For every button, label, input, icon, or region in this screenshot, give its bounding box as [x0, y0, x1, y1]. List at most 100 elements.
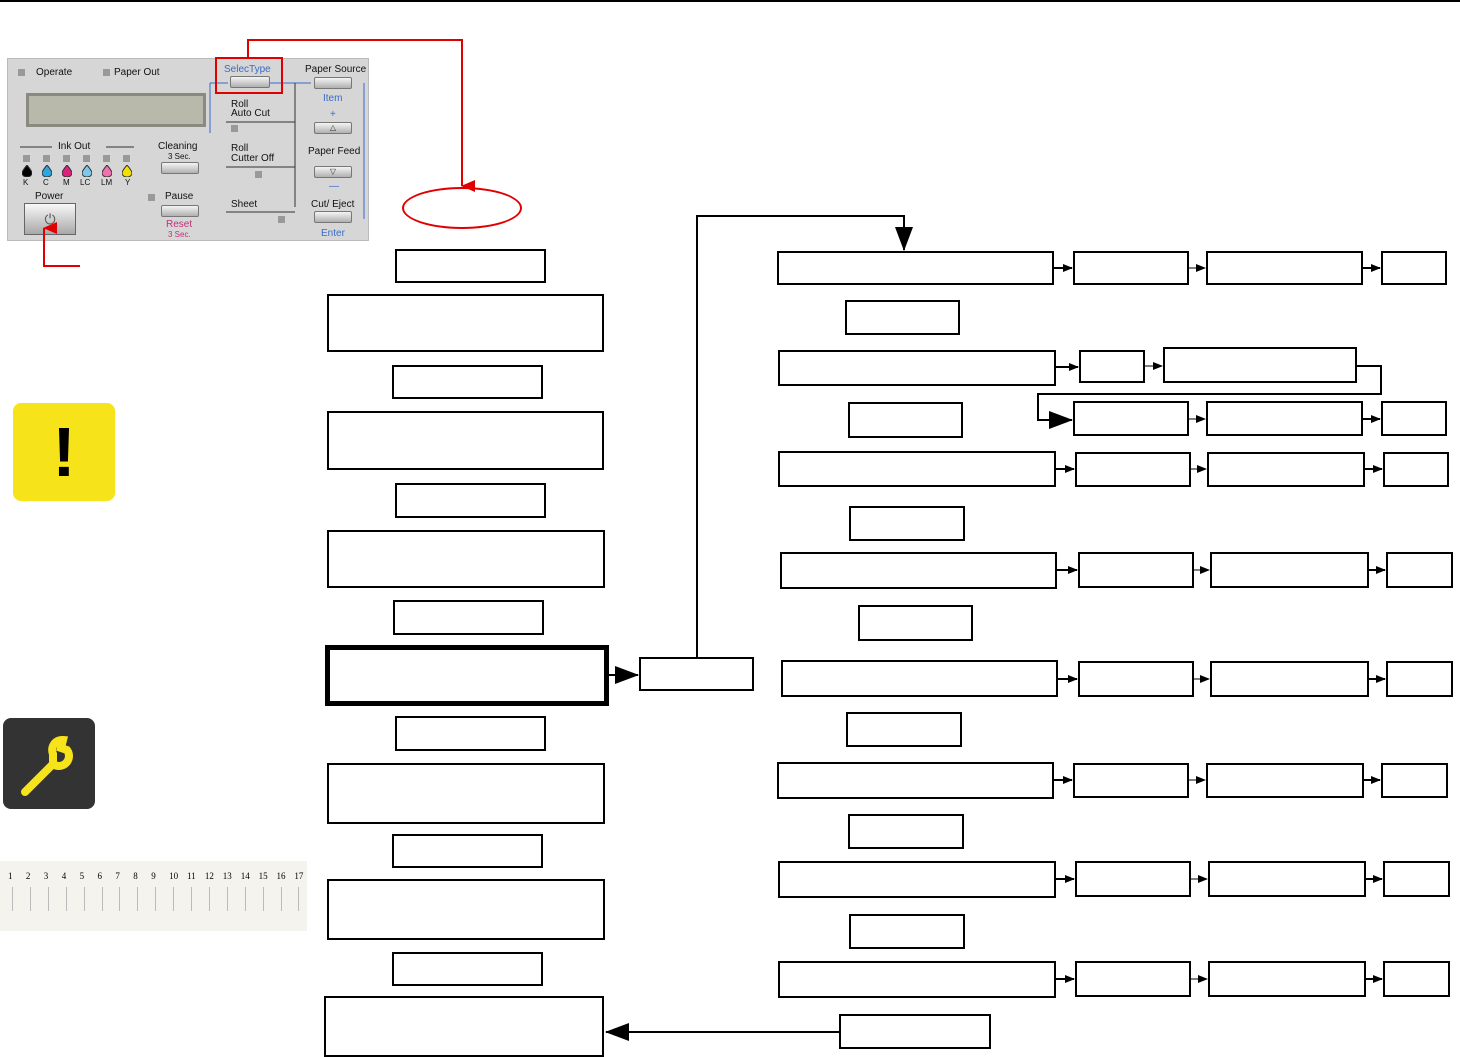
down-arrow-icon: ▽: [329, 167, 337, 176]
ink-drop-icon: [21, 164, 33, 179]
warning-glyph: !: [52, 413, 76, 491]
power-icon: ⏻: [44, 211, 56, 227]
ink-drop-lm: [101, 164, 113, 178]
submenu-item-box: [778, 861, 1056, 898]
row-wrap-arrow: [1037, 365, 1382, 429]
ink-led: [63, 155, 70, 162]
ink-drop-icon: [61, 164, 73, 179]
scale-line: [119, 887, 121, 911]
ink-drop-icon: [101, 164, 113, 179]
submenu-end-box: [1383, 452, 1449, 487]
submenu-end-box: [1381, 251, 1447, 285]
pause-label: Pause: [165, 191, 194, 202]
ink-drop-lc: [81, 164, 93, 178]
menu-label-box: [395, 716, 546, 751]
scale-line: [12, 887, 13, 911]
submenu-label-box: [849, 506, 965, 541]
warning-icon: !: [13, 403, 115, 501]
submenu-end-box: [1383, 861, 1450, 897]
submenu-end-box: [1386, 552, 1453, 588]
menu-label-box: [395, 483, 546, 518]
scale-number: 12: [204, 871, 214, 881]
submenu-entry-box: [639, 657, 754, 691]
scale-line: [262, 887, 264, 911]
cut-eject-button[interactable]: [314, 211, 352, 223]
submenu-loop-arrow: [696, 215, 913, 657]
panel-wiring: [20, 82, 365, 219]
submenu-item-box: [777, 762, 1054, 799]
scale-number: 3: [43, 871, 49, 881]
ink-out-label: Ink Out: [58, 141, 91, 152]
cleaning-sub-label: 3 Sec.: [168, 152, 191, 161]
submenu-label-box: [848, 814, 964, 849]
menu-step-box: [327, 411, 604, 470]
ink-drop-c: [41, 164, 53, 178]
paper-source-label: Paper Source: [305, 64, 367, 75]
submenu-label-box: [858, 605, 973, 641]
ink-drop-icon: [121, 164, 133, 179]
submenu-value-box: [1079, 350, 1145, 383]
submenu-value-box: [1207, 452, 1365, 487]
cleaning-button[interactable]: [161, 162, 199, 174]
ink-drop-y: [121, 164, 133, 178]
scale-number: 5: [79, 871, 85, 881]
operate-led: [18, 69, 25, 76]
submenu-label-box: [848, 402, 963, 438]
wrench-shape: [21, 736, 73, 796]
lcd-display: [26, 93, 206, 127]
cut-eject-label: Cut/ Eject: [311, 199, 355, 210]
sheet-led: [278, 216, 285, 223]
reset-label: Reset: [166, 219, 193, 230]
menu-step-box: [327, 294, 604, 352]
scale-line: [83, 887, 85, 911]
power-callout-arrow: [43, 222, 80, 267]
item-label: Item: [323, 93, 343, 104]
scale-line: [226, 887, 228, 911]
menu-step-box: [324, 996, 604, 1057]
scale-line: [155, 887, 157, 911]
ink-label-y: Y: [125, 178, 131, 187]
roll-cutter-off-led: [255, 171, 262, 178]
up-button[interactable]: △: [314, 122, 352, 134]
submenu-value-box: [1078, 661, 1194, 697]
pause-led: [148, 194, 155, 201]
cleaning-label: Cleaning: [158, 141, 198, 152]
scale-line: [101, 887, 103, 911]
scale-line: [65, 887, 67, 911]
scale-line: [29, 887, 31, 911]
menu-step-box: [327, 530, 605, 588]
roll-cutter-off-label-1: Roll: [231, 143, 249, 154]
scale-number: 17: [294, 871, 304, 881]
wrench-icon: [3, 718, 95, 809]
menu-label-box: [392, 952, 543, 986]
scale-number: 6: [97, 871, 103, 881]
scale-line: [137, 887, 139, 911]
plus-label: +: [330, 109, 336, 120]
scale-number: 14: [240, 871, 250, 881]
submenu-item-box: [780, 552, 1057, 589]
submenu-value-box: [1075, 452, 1191, 487]
submenu-value-box: [1073, 251, 1189, 285]
submenu-value-box: [1073, 401, 1189, 436]
pause-button[interactable]: [161, 205, 199, 217]
submenu-value-box: [1210, 552, 1369, 588]
paper-source-button[interactable]: [314, 77, 352, 89]
ink-led: [23, 155, 30, 162]
menu-label-box: [395, 249, 546, 283]
selectype-callout-arrow: [247, 39, 475, 192]
scale-line: [208, 887, 210, 911]
menu-label-box: [392, 365, 543, 399]
paper-feed-label: Paper Feed: [308, 146, 361, 157]
submenu-value-box: [1075, 861, 1191, 897]
scale-line: [298, 887, 300, 911]
submenu-label-box: [846, 712, 962, 747]
menu-step-box: [327, 763, 605, 824]
down-button[interactable]: ▽: [314, 166, 352, 178]
ink-led: [123, 155, 130, 162]
reset-sub-label: 3 Sec.: [168, 230, 191, 239]
submenu-value-box: [1206, 251, 1363, 285]
menu-label-box: [392, 834, 543, 868]
selectype-button[interactable]: [230, 76, 270, 88]
paper-out-label: Paper Out: [114, 67, 160, 78]
